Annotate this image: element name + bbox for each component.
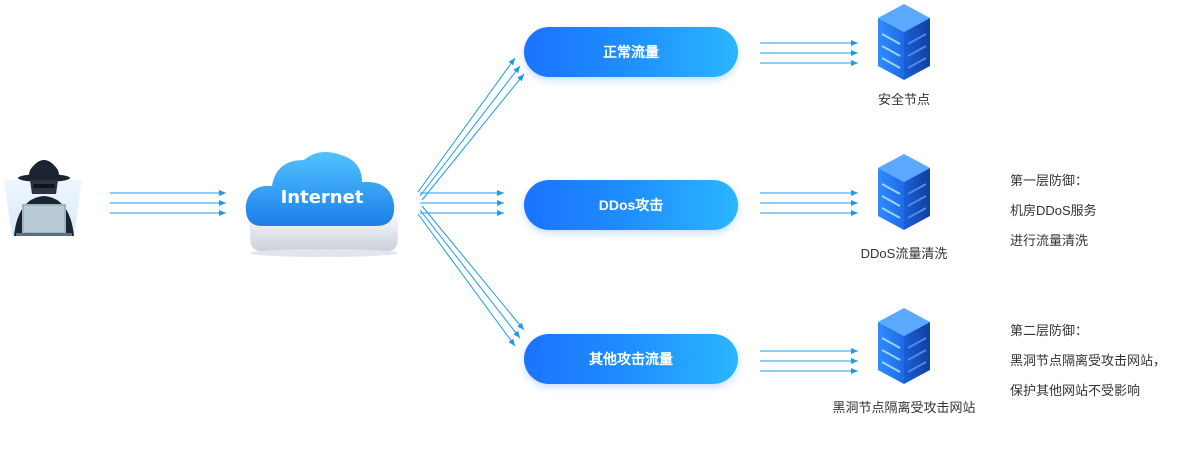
defense-layer-2-title: 第二层防御： [1010, 323, 1089, 338]
flows-to-servers-arrows [760, 40, 858, 374]
arrow-line [417, 213, 516, 347]
arrow-line [419, 65, 521, 197]
flow-normal-traffic: 正常流量 [524, 27, 738, 77]
defense-layer-1-title: 第一层防御： [1010, 173, 1089, 188]
flow-other-attack-traffic: 其他攻击流量 [524, 334, 738, 384]
server-icon [878, 308, 930, 384]
defense-layer-1-line: 进行流量清洗 [1010, 233, 1089, 248]
server-label-ddos-scrubbing: DDoS流量清洗 [860, 246, 948, 261]
cloud-label: Internet [281, 187, 364, 208]
flow-ddos-attack: DDos攻击 [524, 180, 738, 230]
arrow-line [421, 73, 525, 201]
attacker-to-internet-arrows [110, 190, 226, 216]
arrow-line [421, 205, 525, 331]
arrow-line [419, 209, 521, 339]
arrow-line [417, 57, 516, 193]
cloud-icon [245, 152, 398, 257]
server-icon [878, 154, 930, 230]
server-label-blackhole-node: 黑洞节点隔离受攻击网站 [832, 400, 976, 415]
server-label-safe-node: 安全节点 [877, 92, 930, 107]
internet-to-flows-arrows [417, 57, 525, 347]
server-icon [878, 4, 930, 80]
defense-layer-2-line: 保护其他网站不受影响 [1010, 383, 1141, 398]
defense-layer-1-line: 机房DDoS服务 [1010, 203, 1097, 218]
hacker-icon [4, 160, 82, 236]
defense-layer-2-line: 黑洞节点隔离受攻击网站， [1010, 353, 1167, 368]
